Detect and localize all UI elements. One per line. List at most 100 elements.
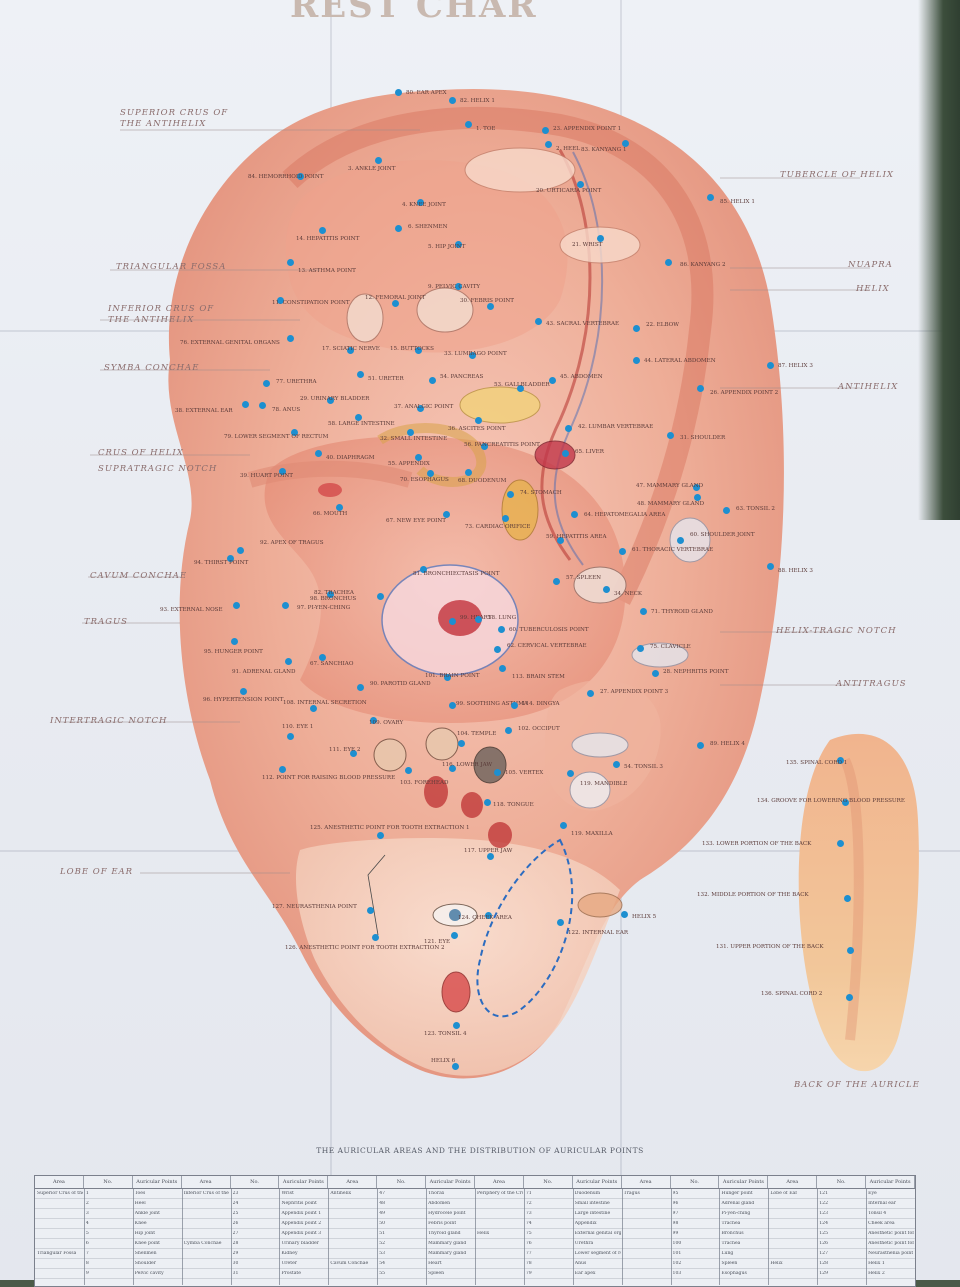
acupoint-marker <box>376 592 384 600</box>
acupoint-label: 88. HELIX 3 <box>778 568 813 574</box>
acupoint-label: 45. ABDOMEN <box>560 374 603 380</box>
acupoint-marker <box>570 510 578 518</box>
acupoint-label: 48. MAMMARY GLAND <box>637 501 705 507</box>
acupoint-marker <box>636 644 644 652</box>
acupoint-label: 70. ESOPHAGUS <box>400 477 449 483</box>
table-row-rule <box>35 1218 915 1219</box>
acupoint-marker <box>766 361 774 369</box>
acupoint-marker <box>486 852 494 860</box>
acupoint-marker <box>394 224 402 232</box>
acupoint-marker <box>510 701 518 709</box>
acupoint-label: HELIX 5 <box>632 914 657 920</box>
table-cell: 101 <box>672 1251 682 1256</box>
acupoint-label: 33. LUMBAGO POINT <box>444 351 507 357</box>
acupoint-marker <box>534 317 542 325</box>
acupoint-label: 114. DINGYA <box>522 701 560 707</box>
region-crus-of-helix: CRUS OF HELIX <box>98 448 184 458</box>
acupoint-marker <box>564 424 572 432</box>
table-cell: Shoulder <box>134 1261 156 1266</box>
table-cell: 77 <box>525 1251 532 1256</box>
acupoint-label: 93. EXTERNAL NOSE <box>160 607 223 613</box>
acupoint-marker <box>693 493 701 501</box>
organ-illustrations <box>318 147 711 1013</box>
region-superior-crus-1: SUPERIOR CRUS OF <box>120 108 229 118</box>
table-cell: 24 <box>232 1201 239 1206</box>
region-helix: HELIX <box>856 284 890 294</box>
table-cell: 48 <box>379 1201 386 1206</box>
acupoint-marker <box>239 687 247 695</box>
table-row-rule <box>35 1208 915 1209</box>
table-cell: Heel <box>134 1201 146 1206</box>
table-cell: 54 <box>379 1261 386 1266</box>
acupoint-marker <box>226 554 234 562</box>
acupoint-label: 40. DIAPHRAGM <box>326 455 375 461</box>
table-cell: 123 <box>819 1211 828 1216</box>
cheek-area-outline <box>476 838 574 1018</box>
table-cell: Inferior Crus of the Antihelix <box>183 1191 230 1196</box>
acupoint-label: 81. BRONCHIECTASIS POINT <box>413 571 500 577</box>
acupoint-marker <box>516 384 524 392</box>
table-cell: 128 <box>819 1261 828 1266</box>
acupoint-marker <box>414 346 422 354</box>
acupoint-label: 97. PI-YEN-CHING <box>297 605 351 611</box>
table-cell: 95 <box>672 1191 679 1196</box>
table-header-cell: Auricular Points <box>279 1176 329 1188</box>
table-header-cell: No. <box>84 1176 133 1188</box>
acupoint-marker <box>442 510 450 518</box>
acupoint-marker <box>696 384 704 392</box>
acupoint-label: 2. HEEL <box>556 146 580 152</box>
acupoint-marker <box>258 401 266 409</box>
acupoint-label: 94. THIRST POINT <box>194 560 249 566</box>
acupoint-marker <box>404 766 412 774</box>
acupoint-marker <box>394 88 402 96</box>
acupoint-label: 113. BRAIN STEM <box>512 674 565 680</box>
table-cell: Bronchus <box>721 1231 744 1236</box>
acupoint-label: 61. THORACIC VERTEBRAE <box>632 547 714 553</box>
region-tubercle-of-helix: TUBERCLE OF HELIX <box>780 170 894 180</box>
acupoint-marker <box>416 198 424 206</box>
acupoint-label: 110. EYE 1 <box>282 724 314 730</box>
table-cell: Shenmen <box>134 1251 157 1256</box>
acupoint-label: 39. HUART POINT <box>240 473 293 479</box>
table-cell: 125 <box>819 1231 828 1236</box>
acupoint-marker <box>722 506 730 514</box>
acupoint-label: HELIX 6 <box>431 1058 456 1064</box>
table-cell: 31 <box>232 1271 239 1276</box>
acupoint-marker <box>457 739 465 747</box>
table-column-rule <box>230 1189 232 1285</box>
table-header-cell: No. <box>524 1176 573 1188</box>
acupoint-label: 67. SANCHIAO <box>310 661 354 667</box>
table-column-rule <box>279 1189 281 1285</box>
acupoint-marker <box>596 234 604 242</box>
acupoint-label: 65. LIVER <box>575 449 604 455</box>
acupoint-label: 103. FOREHEAD <box>400 780 449 786</box>
acupoint-marker <box>845 993 853 1001</box>
acupoint-marker <box>448 617 456 625</box>
table-cell: 122 <box>819 1201 828 1206</box>
acupoint-label: 63. TONSIL 2 <box>736 506 775 512</box>
acupoint-label: 73. CARDIAC ORIFICE <box>465 524 531 530</box>
acupoint-label: 133. LOWER PORTION OF THE BACK <box>702 841 812 847</box>
acupoint-marker <box>468 351 476 359</box>
acupoint-label: 90. PAROTID GLAND <box>370 681 431 687</box>
acupoint-label: 5. HIP JOINT <box>428 244 466 250</box>
table-cell: 25 <box>232 1211 239 1216</box>
table-header-cell: No. <box>377 1176 427 1188</box>
table-cell: Adrenal gland <box>721 1201 755 1206</box>
acupoint-marker <box>419 565 427 573</box>
acupoint-marker <box>286 732 294 740</box>
table-cell: 121 <box>819 1191 828 1196</box>
acupoint-marker <box>620 910 628 918</box>
table-cell: 5 <box>85 1231 89 1236</box>
acupoint-marker <box>349 749 357 757</box>
table-cell: Cheek area <box>868 1221 895 1226</box>
table-cell: 2 <box>85 1201 89 1206</box>
table-row-rule <box>35 1268 915 1269</box>
table-cell: Neurasthenia point <box>868 1251 914 1256</box>
acupoint-label: 47. MAMMARY GLAND <box>636 483 704 489</box>
ear-lobe-shape <box>295 838 620 1076</box>
acupoint-marker <box>278 765 286 773</box>
table-column-rule <box>181 1189 183 1285</box>
table-cell: 6 <box>85 1241 89 1246</box>
table-title: THE AURICULAR AREAS AND THE DISTRIBUTION… <box>316 1146 644 1155</box>
